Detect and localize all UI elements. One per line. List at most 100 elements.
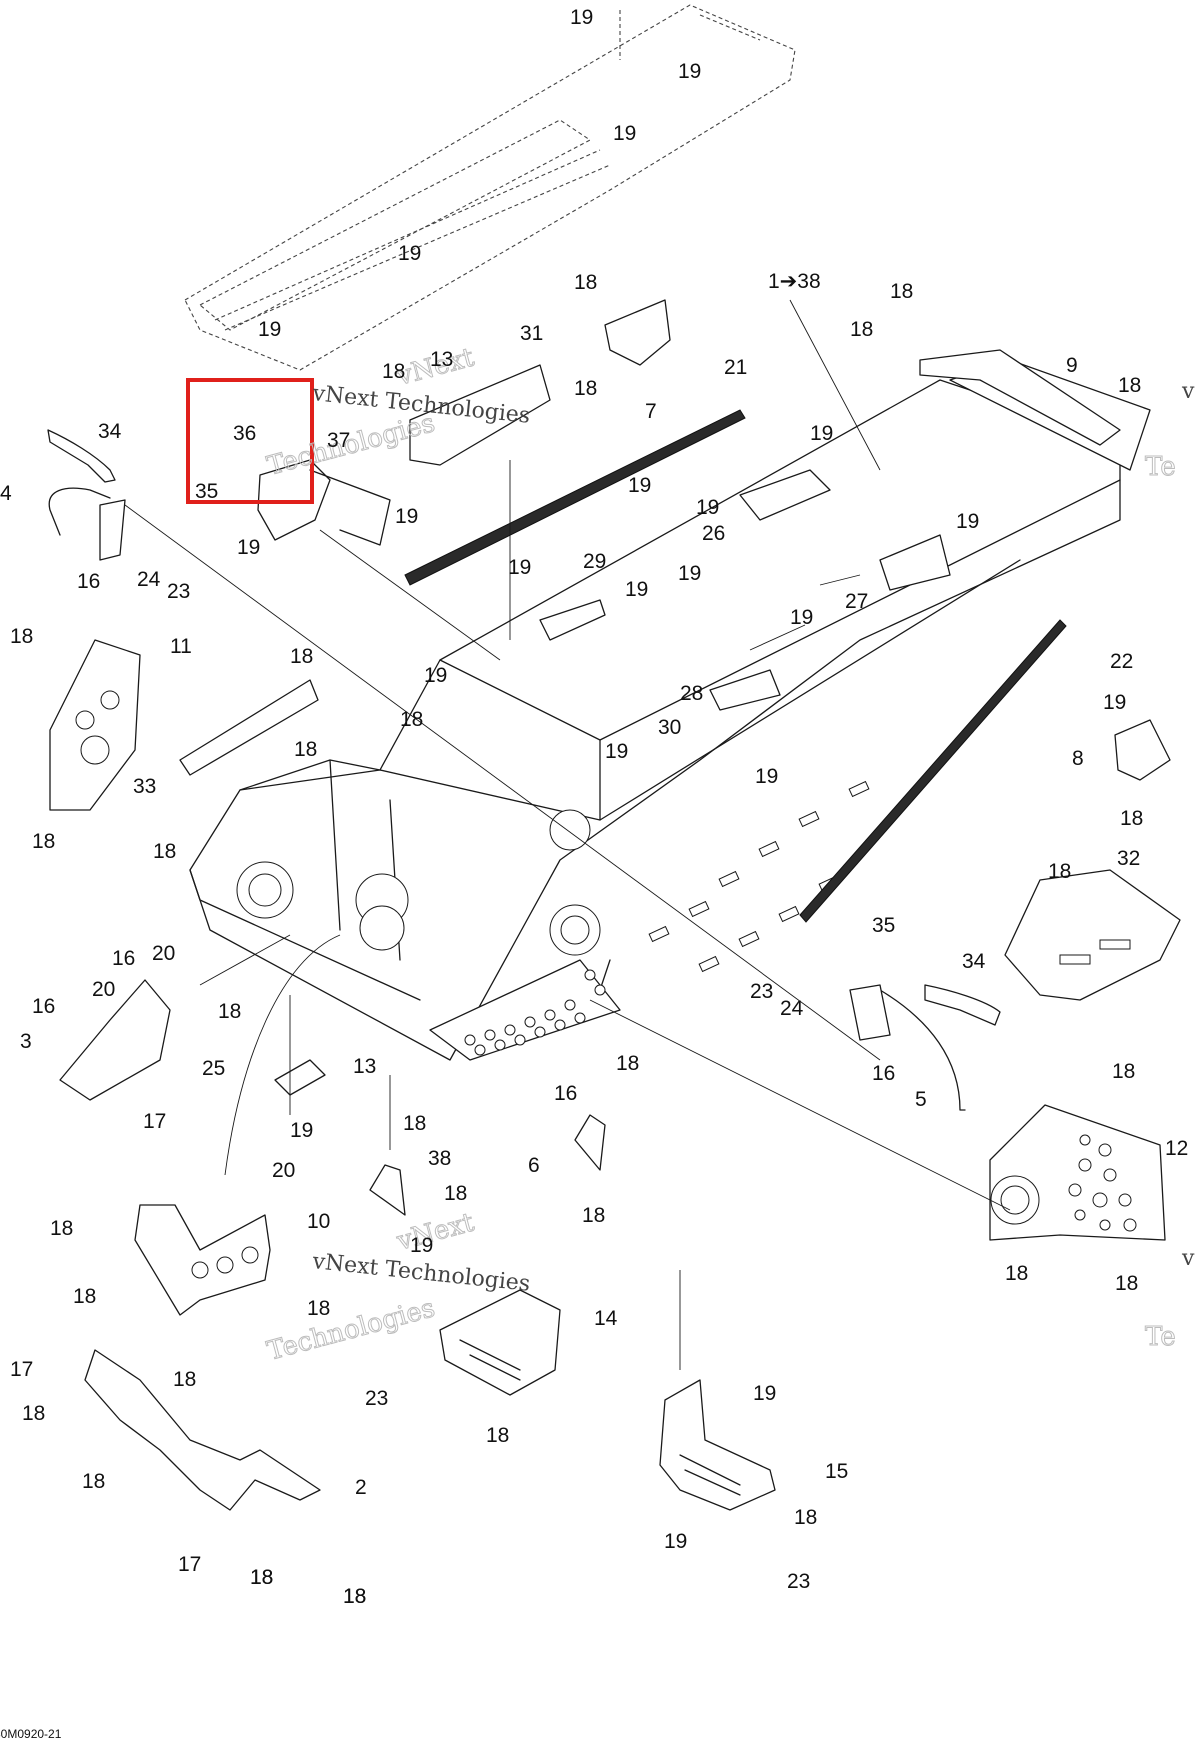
callout-34: 34 <box>962 950 986 973</box>
callout-18: 18 <box>400 708 423 731</box>
tunnel-cover-outline <box>184 4 796 371</box>
callout-20: 20 <box>152 942 175 965</box>
callout-8: 8 <box>1072 747 1084 770</box>
callout-18: 18 <box>1005 1262 1028 1285</box>
callout-33: 33 <box>133 775 156 798</box>
callout-26: 26 <box>702 522 725 545</box>
rail-part-22 <box>799 619 1067 923</box>
highlight-box-part-36 <box>186 378 314 504</box>
part-2-bracket <box>84 1349 321 1511</box>
callout-18: 18 <box>1120 807 1143 830</box>
callout-19: 19 <box>628 474 651 497</box>
watermark-edge-bottom-te: Te <box>1145 1322 1176 1352</box>
callout-18: 18 <box>1048 860 1071 883</box>
callout-37: 37 <box>327 429 350 452</box>
callout-17: 17 <box>10 1358 33 1381</box>
callout-18: 18 <box>343 1585 366 1608</box>
part-33-bar <box>179 679 319 776</box>
callout-22: 22 <box>1110 650 1133 673</box>
callout-18: 18 <box>294 738 317 761</box>
callout-18: 18 <box>1115 1272 1138 1295</box>
part-38-bracket <box>369 1164 406 1216</box>
callout-18: 18 <box>382 360 405 383</box>
watermark-lower-tech: Technologies <box>264 1293 438 1367</box>
callout-18: 18 <box>1112 1060 1135 1083</box>
part-27-bracket <box>879 534 951 591</box>
callout-23: 23 <box>750 980 773 1003</box>
callout-31: 31 <box>520 322 543 345</box>
callout-35: 35 <box>872 914 895 937</box>
callout-19: 19 <box>605 740 628 763</box>
callout-18: 18 <box>73 1285 96 1308</box>
bracket-left <box>99 499 126 561</box>
callout-19: 19 <box>1103 691 1126 714</box>
callout-18: 18 <box>173 1368 196 1391</box>
callout-19: 19 <box>664 1530 687 1553</box>
callout-18: 18 <box>250 1566 273 1589</box>
callout-19: 19 <box>508 556 531 579</box>
watermark-lower-vnext: vNext <box>393 1207 478 1257</box>
callout-19: 19 <box>810 422 833 445</box>
callout-14: 14 <box>594 1307 618 1330</box>
callout-18: 18 <box>574 271 597 294</box>
part-15-bracket <box>659 1379 776 1511</box>
bracket-right <box>849 984 891 1041</box>
callout-19: 19 <box>696 496 719 519</box>
callout-17: 17 <box>143 1110 166 1133</box>
part-14-bracket <box>439 1289 561 1396</box>
callout-11: 11 <box>170 635 192 658</box>
part-31-bracket <box>409 364 551 466</box>
callout-19: 19 <box>424 664 447 687</box>
callout-18: 18 <box>574 377 597 400</box>
callout-32: 32 <box>1117 847 1140 870</box>
callout-23: 23 <box>365 1387 388 1410</box>
part-3-bracket <box>59 979 171 1101</box>
callout-20: 20 <box>92 978 115 1001</box>
part-4-bar-left <box>48 487 111 536</box>
callout-18: 18 <box>32 830 55 853</box>
callout-15: 15 <box>825 1460 848 1483</box>
callout-18: 18 <box>794 1506 817 1529</box>
callout-19: 19 <box>570 6 593 29</box>
callout-24: 24 <box>137 568 161 591</box>
callout-17: 17 <box>178 1553 201 1576</box>
watermark-edge-top: v <box>1181 379 1195 404</box>
callout-18: 18 <box>486 1424 509 1447</box>
callout-2: 2 <box>355 1476 367 1499</box>
callout-16: 16 <box>872 1062 895 1085</box>
callout-18: 18 <box>403 1112 426 1135</box>
callout-19: 19 <box>237 536 260 559</box>
callout-19: 19 <box>613 122 636 145</box>
callout-25: 25 <box>202 1057 225 1080</box>
callout-18: 18 <box>153 840 176 863</box>
callout-38: 38 <box>428 1147 451 1170</box>
callout-18: 18 <box>290 645 313 668</box>
callout-16: 16 <box>32 995 55 1018</box>
callout-19: 19 <box>625 578 648 601</box>
callout-18: 18 <box>444 1182 467 1205</box>
callout-18: 18 <box>343 1585 366 1608</box>
part-8-bracket <box>1114 719 1171 781</box>
callout-18: 18 <box>250 1566 273 1589</box>
callout-18: 18 <box>850 318 873 341</box>
callout-16: 16 <box>77 570 100 593</box>
part-32-skid <box>1004 869 1181 1001</box>
part-26-bracket <box>739 469 831 521</box>
callout-19: 19 <box>410 1234 433 1257</box>
callout-3: 3 <box>20 1030 32 1053</box>
callout-18: 18 <box>22 1402 45 1425</box>
callout-18: 18 <box>890 280 913 303</box>
callout-36: 36 <box>233 422 256 445</box>
callout-18: 18 <box>50 1217 73 1240</box>
callout-18: 18 <box>582 1204 605 1227</box>
callout-30: 30 <box>658 716 681 739</box>
part-11-plate <box>49 639 141 811</box>
callout-10: 10 <box>307 1210 330 1233</box>
leader-lines <box>124 299 1011 1370</box>
callout-18: 18 <box>218 1000 241 1023</box>
callout-labels: 19 19 19 19 19 18 31 13 18 18 7 1➔38 18 … <box>0 6 1188 1608</box>
part-34-handle-right <box>924 984 1001 1026</box>
callout-21: 21 <box>724 356 747 379</box>
